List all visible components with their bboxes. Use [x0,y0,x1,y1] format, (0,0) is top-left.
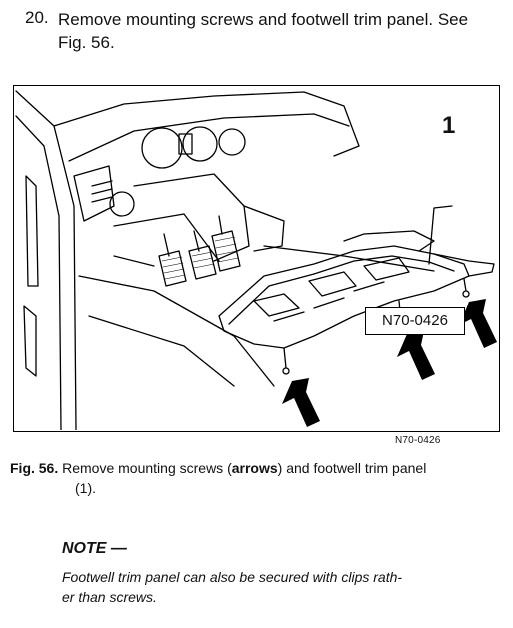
caption-line2: (1). [75,480,96,496]
caption-bold-word: arrows [231,460,278,476]
note-line2: er than screws. [62,589,157,605]
step-number: 20. [25,8,49,27]
note-body: Footwell trim panel can also be secured … [62,567,482,607]
footwell-trim-panel [218,230,495,349]
step-text-line1: Remove mounting screws and footwell trim… [58,10,469,29]
figure-caption: Fig. 56. Remove mounting screws (arrows)… [10,458,505,498]
note-heading: NOTE — [62,540,127,557]
caption-text-part1: Remove mounting screws ( [62,460,232,476]
figure-56 [13,85,500,432]
arrow-1 [282,378,320,427]
arrows [282,299,497,427]
illustration [15,90,497,430]
dashboard [53,91,360,157]
caption-text-part2: ) and footwell trim panel [277,460,427,476]
step-text: Remove mounting screws and footwell trim… [58,8,503,54]
callout-leader [428,205,453,265]
arrow-3 [459,299,497,348]
door-frame [15,90,77,430]
note-line1: Footwell trim panel can also be secured … [62,569,403,585]
pedals [158,215,241,287]
caption-label: Fig. 56. [10,460,59,476]
step-text-line2: Fig. 56. [58,33,115,52]
figure-reference-box: N70-0426 [365,307,465,335]
instrument-cluster [141,126,246,169]
arrow-2 [397,331,435,380]
figure-code: N70-0426 [395,435,441,446]
callout-label: 1 [442,112,456,139]
